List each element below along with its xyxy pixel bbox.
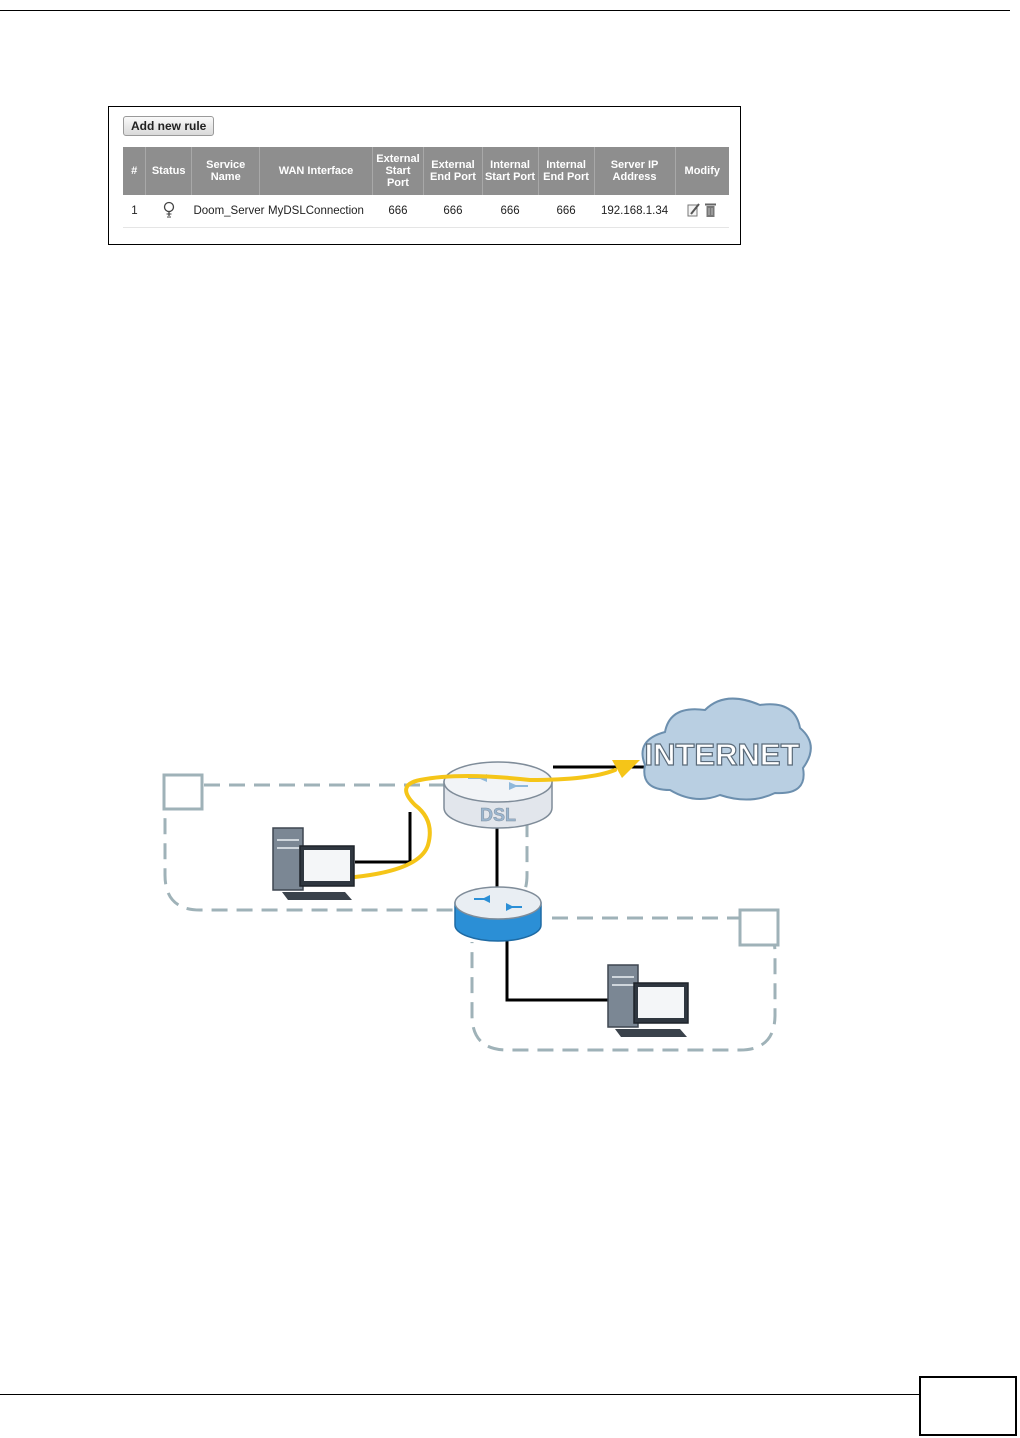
internet-cloud-icon: INTERNET (643, 699, 811, 800)
footer-rule (0, 1394, 920, 1395)
computer-a-icon (273, 828, 354, 900)
dsl-router-label: DSL (480, 805, 516, 825)
zone-b-marker-box (740, 910, 778, 945)
router-to-computer-b-link (507, 940, 608, 1000)
computer-b-icon (608, 965, 688, 1037)
dsl-router-icon: DSL (444, 762, 552, 828)
zone-a-marker-box (164, 775, 202, 809)
page-number-box (919, 1376, 1017, 1436)
computer-a-link (355, 812, 410, 862)
router-icon (455, 887, 541, 941)
cloud-label: INTERNET (645, 737, 800, 772)
